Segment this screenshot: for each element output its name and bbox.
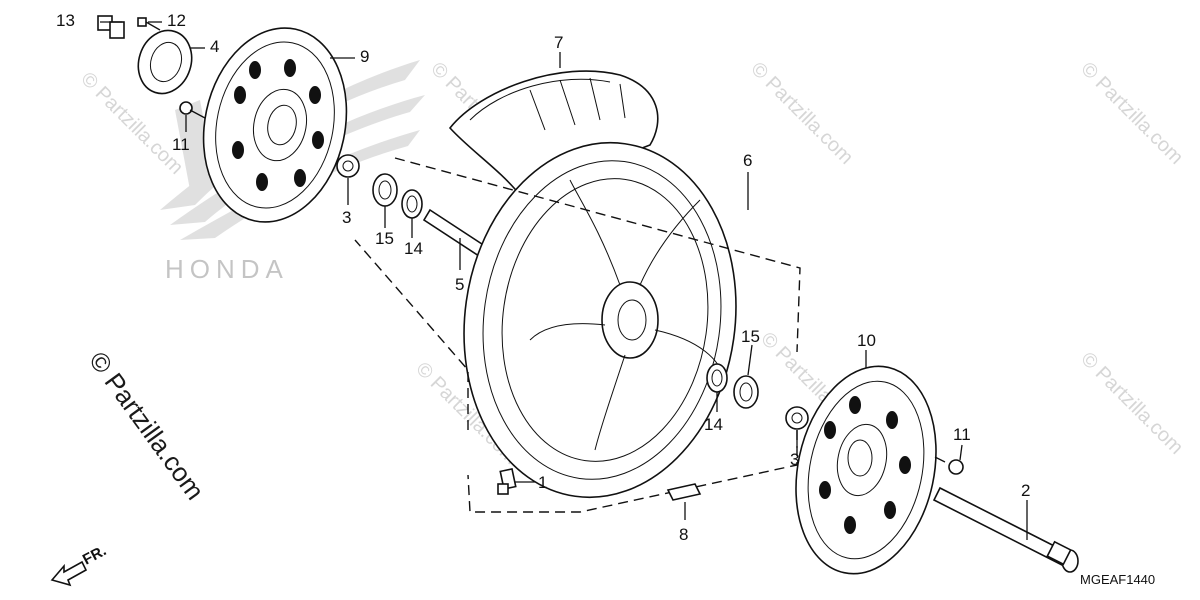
callout-3-right: 3: [790, 450, 799, 469]
callout-14-left: 14: [404, 239, 423, 258]
callout-1: 1: [538, 473, 547, 492]
callout-11-right: 11: [953, 425, 971, 444]
honda-logo-text: HONDA: [165, 254, 289, 284]
watermark-text: © Partzilla.com: [746, 58, 857, 169]
watermark-side-text: © Partzilla.com: [83, 346, 210, 505]
air-valve: [497, 468, 517, 495]
callout-5: 5: [455, 275, 464, 294]
diagram-code: MGEAF1440: [1080, 572, 1155, 587]
leader-lines: [100, 21, 1028, 540]
side-collar-right: [785, 406, 809, 430]
side-collar-left: [336, 154, 360, 178]
tire: [448, 70, 659, 196]
assembly-boundary: [354, 157, 801, 513]
left-brake-disc: [202, 27, 348, 223]
right-brake-disc: [795, 365, 937, 575]
front-direction-indicator: FR.: [50, 542, 109, 587]
bolt-11-left: [179, 101, 206, 119]
bolt-11-right: [934, 456, 964, 475]
callout-14-right: 14: [704, 415, 723, 434]
direction-label: FR.: [80, 542, 109, 568]
front-axle: [932, 486, 1079, 573]
bearing-left: [401, 189, 423, 219]
callout-15-right: 15: [741, 327, 760, 346]
direction-arrow-icon: [50, 560, 88, 587]
bolt-12: [137, 17, 161, 31]
balance-weight: [666, 483, 702, 501]
watermark-text: © Partzilla.com: [1076, 58, 1187, 169]
callout-10: 10: [857, 331, 876, 350]
callout-4: 4: [210, 37, 219, 56]
watermark-text: © Partzilla.com: [1076, 348, 1187, 459]
wheel-rim: [463, 141, 737, 499]
callout-3-left: 3: [342, 208, 351, 227]
bearing-right: [706, 363, 728, 393]
callout-6: 6: [743, 151, 752, 170]
callout-11-left: 11: [172, 135, 190, 154]
callout-15-left: 15: [375, 229, 394, 248]
pulser-ring: [137, 29, 193, 95]
dust-seal-left: [372, 173, 398, 207]
callout-13: 13: [56, 11, 75, 30]
callout-8: 8: [679, 525, 688, 544]
callout-numbers: 13 12 4 9 11 3 15 14 5 7 6 15 14 3 10 11…: [56, 11, 1030, 544]
callout-12: 12: [167, 11, 186, 30]
dust-seal-right: [733, 375, 759, 409]
callout-9: 9: [360, 47, 369, 66]
callout-7: 7: [554, 33, 563, 52]
bolt-13: [97, 15, 125, 39]
callout-2: 2: [1021, 481, 1030, 500]
